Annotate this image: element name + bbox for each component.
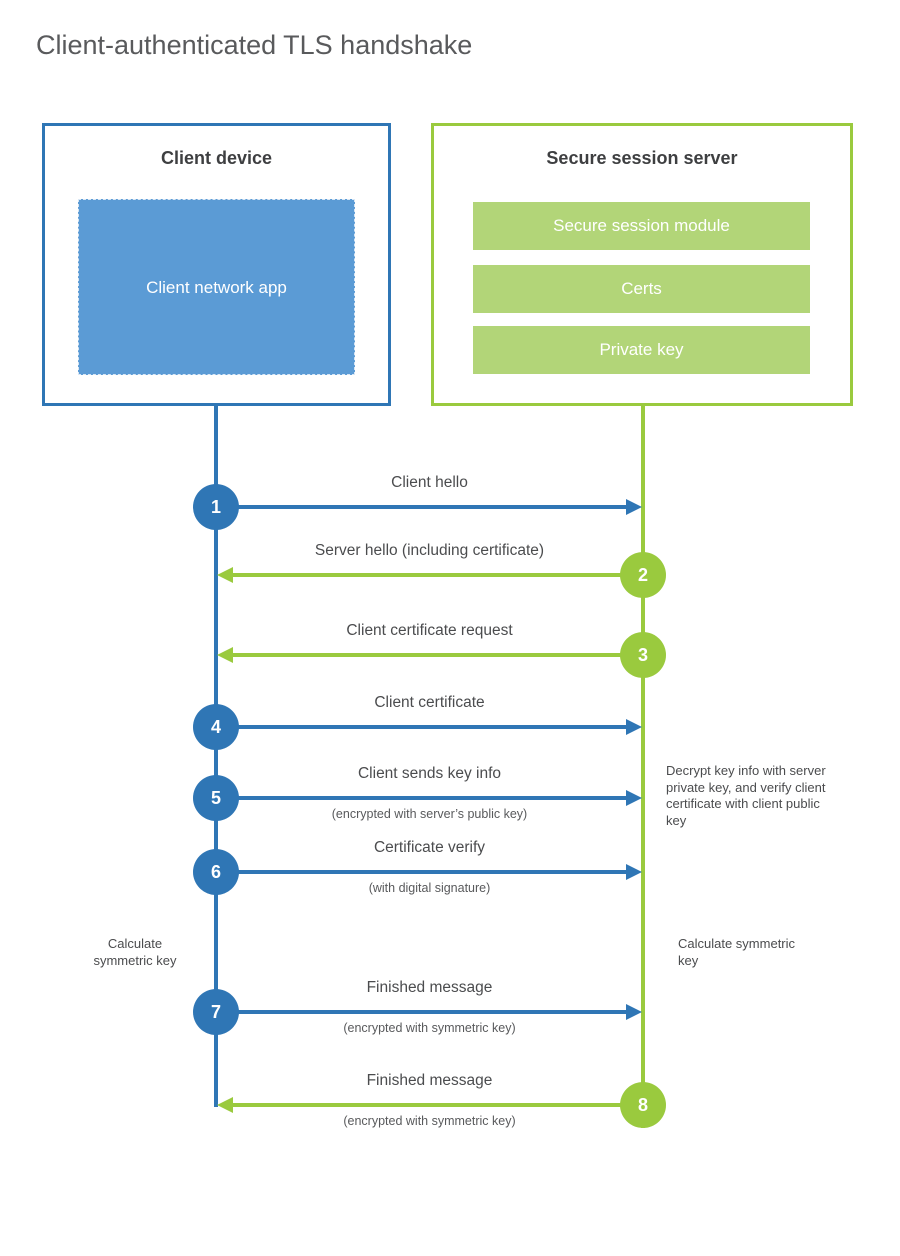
server-module-bar: Secure session module [473,202,810,250]
step-number-badge: 7 [193,989,239,1035]
server-box: Secure session server Secure session mod… [431,123,853,406]
step-number-badge: 4 [193,704,239,750]
server-certs-bar: Certs [473,265,810,313]
step-label: Server hello (including certificate) [314,542,545,559]
step-number-badge: 6 [193,849,239,895]
note-decrypt-key-info: Decrypt key info with server private key… [666,763,826,828]
server-title: Secure session server [546,148,738,168]
client-device-box: Client device Client network app [42,123,391,406]
step-number-badge: 1 [193,484,239,530]
step-label: Client certificate request [346,622,513,639]
step-arrow-line [216,870,626,874]
arrowhead-icon [626,1004,642,1020]
client-network-app-box: Client network app [78,199,355,375]
step-arrow-line [216,796,626,800]
step-sublabel: (with digital signature) [368,881,491,895]
server-certs-label: Certs [621,279,662,298]
step-number-badge: 5 [193,775,239,821]
client-network-app-label: Client network app [146,277,287,297]
server-private-key-label: Private key [599,340,684,359]
page-title: Client-authenticated TLS handshake [36,30,473,60]
step-arrow-line [233,573,643,577]
step-sublabel: (encrypted with symmetric key) [343,1021,516,1035]
step-arrow-line [233,653,643,657]
arrowhead-icon [626,790,642,806]
arrowhead-icon [626,499,642,515]
step-number-badge: 3 [620,632,666,678]
note-calculate-symmetric-key-server: Calculate symmetric key [678,936,796,968]
arrowhead-icon [626,864,642,880]
arrowhead-icon [217,1097,233,1113]
step-number-badge: 2 [620,552,666,598]
step-label: Finished message [366,979,493,996]
step-label: Client hello [391,474,468,491]
step-number-badge: 8 [620,1082,666,1128]
arrowhead-icon [217,567,233,583]
step-label: Client certificate [374,694,485,711]
step-arrow-line [233,1103,643,1107]
step-arrow-line [216,725,626,729]
server-private-key-bar: Private key [473,326,810,374]
arrowhead-icon [626,719,642,735]
server-lifeline [641,406,645,1128]
client-lifeline [214,406,218,1107]
step-arrow-line [216,1010,626,1014]
step-label: Client sends key info [357,765,502,782]
step-sublabel: (encrypted with server’s public key) [331,807,528,821]
step-label: Certificate verify [373,839,486,856]
arrowhead-icon [217,647,233,663]
step-sublabel: (encrypted with symmetric key) [343,1114,516,1128]
step-label: Finished message [366,1072,493,1089]
note-calculate-symmetric-key-client: Calculate symmetric key [93,936,177,968]
server-module-label: Secure session module [553,216,730,235]
client-device-title: Client device [160,148,273,168]
step-arrow-line [216,505,626,509]
